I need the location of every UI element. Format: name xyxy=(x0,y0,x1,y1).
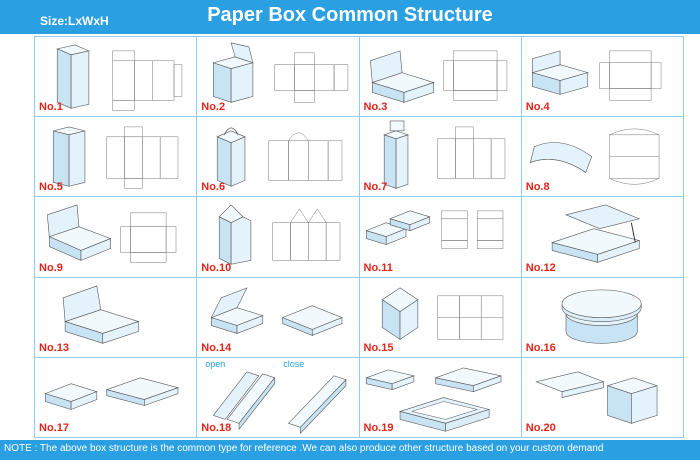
page-title: Paper Box Common Structure xyxy=(207,4,493,26)
box-cell-18: open close No.18 xyxy=(197,357,360,438)
box-cell-7: No.7 xyxy=(359,117,522,198)
box-illustration-12 xyxy=(550,204,641,264)
box-cell-15: No.15 xyxy=(359,277,522,358)
box-cell-3: No.3 xyxy=(359,37,522,118)
box-number-14: No.14 xyxy=(201,341,232,354)
box-cell-13: No.13 xyxy=(35,277,198,358)
box-cell-6: No.6 xyxy=(197,117,360,198)
box-illustration-18 xyxy=(213,371,347,434)
box-illustration-14 xyxy=(210,286,344,336)
box-number-8: No.8 xyxy=(525,181,550,194)
box-cell-14: No.14 xyxy=(197,277,360,358)
box-number-12: No.12 xyxy=(525,261,556,274)
box-cell-9: No.9 xyxy=(35,197,198,278)
box-illustration-7 xyxy=(382,120,505,189)
box-illustration-15 xyxy=(381,287,503,340)
box-cell-2: No.2 xyxy=(197,37,360,118)
size-label: Size:LxWxH xyxy=(40,14,109,28)
box-illustration-5 xyxy=(52,126,179,189)
box-illustration-4 xyxy=(531,50,662,101)
box-number-20: No.20 xyxy=(525,421,556,434)
box-illustration-3 xyxy=(369,50,507,103)
box-cell-12: No.12 xyxy=(521,197,684,278)
box-illustration-6 xyxy=(216,127,343,187)
box-cell-4: No.4 xyxy=(521,37,684,118)
box-number-17: No.17 xyxy=(39,421,69,434)
box-illustration-13 xyxy=(62,285,140,344)
box-number-13: No.13 xyxy=(39,341,69,354)
box-number-7: No.7 xyxy=(363,181,388,194)
box-grid: No.1 No.2 xyxy=(34,36,684,438)
box-number-9: No.9 xyxy=(39,261,63,274)
label-close: close xyxy=(283,358,305,369)
box-cell-17: No.17 xyxy=(35,357,198,438)
box-number-4: No.4 xyxy=(525,101,550,114)
box-illustration-8 xyxy=(529,128,660,185)
box-number-5: No.5 xyxy=(39,181,63,194)
footer-bar: NOTE : The above box structure is the co… xyxy=(0,440,700,460)
box-illustration-11 xyxy=(364,210,503,250)
box-cell-19: No.19 xyxy=(359,357,522,438)
box-number-11: No.11 xyxy=(363,261,393,274)
label-open: open xyxy=(205,358,226,369)
box-number-10: No.10 xyxy=(201,261,232,274)
box-number-2: No.2 xyxy=(201,101,226,114)
box-number-18: No.18 xyxy=(201,421,232,434)
header-bar: Size:LxWxH Paper Box Common Structure xyxy=(0,0,700,34)
box-cell-1: No.1 xyxy=(35,37,198,118)
box-illustration-20 xyxy=(535,371,658,424)
box-cell-11: No.11 xyxy=(359,197,522,278)
footer-note: NOTE : The above box structure is the co… xyxy=(4,443,604,454)
box-number-19: No.19 xyxy=(363,421,394,434)
box-illustration-10 xyxy=(218,204,341,266)
box-number-3: No.3 xyxy=(363,101,388,114)
box-number-6: No.6 xyxy=(201,181,226,194)
box-cell-20: No.20 xyxy=(521,357,684,438)
box-illustration-16 xyxy=(561,289,642,344)
box-cell-5: No.5 xyxy=(35,117,198,198)
box-cell-16: No.16 xyxy=(521,277,684,358)
box-illustration-17 xyxy=(44,377,179,410)
box-illustration-9 xyxy=(46,204,177,263)
box-illustration-2 xyxy=(212,42,349,103)
box-cell-10: No.10 xyxy=(197,197,360,278)
box-number-16: No.16 xyxy=(525,341,556,354)
box-number-15: No.15 xyxy=(363,341,394,354)
box-illustration-1 xyxy=(56,44,183,111)
box-illustration-19 xyxy=(364,367,502,432)
box-cell-8: No.8 xyxy=(521,117,684,198)
box-number-1: No.1 xyxy=(39,101,63,114)
